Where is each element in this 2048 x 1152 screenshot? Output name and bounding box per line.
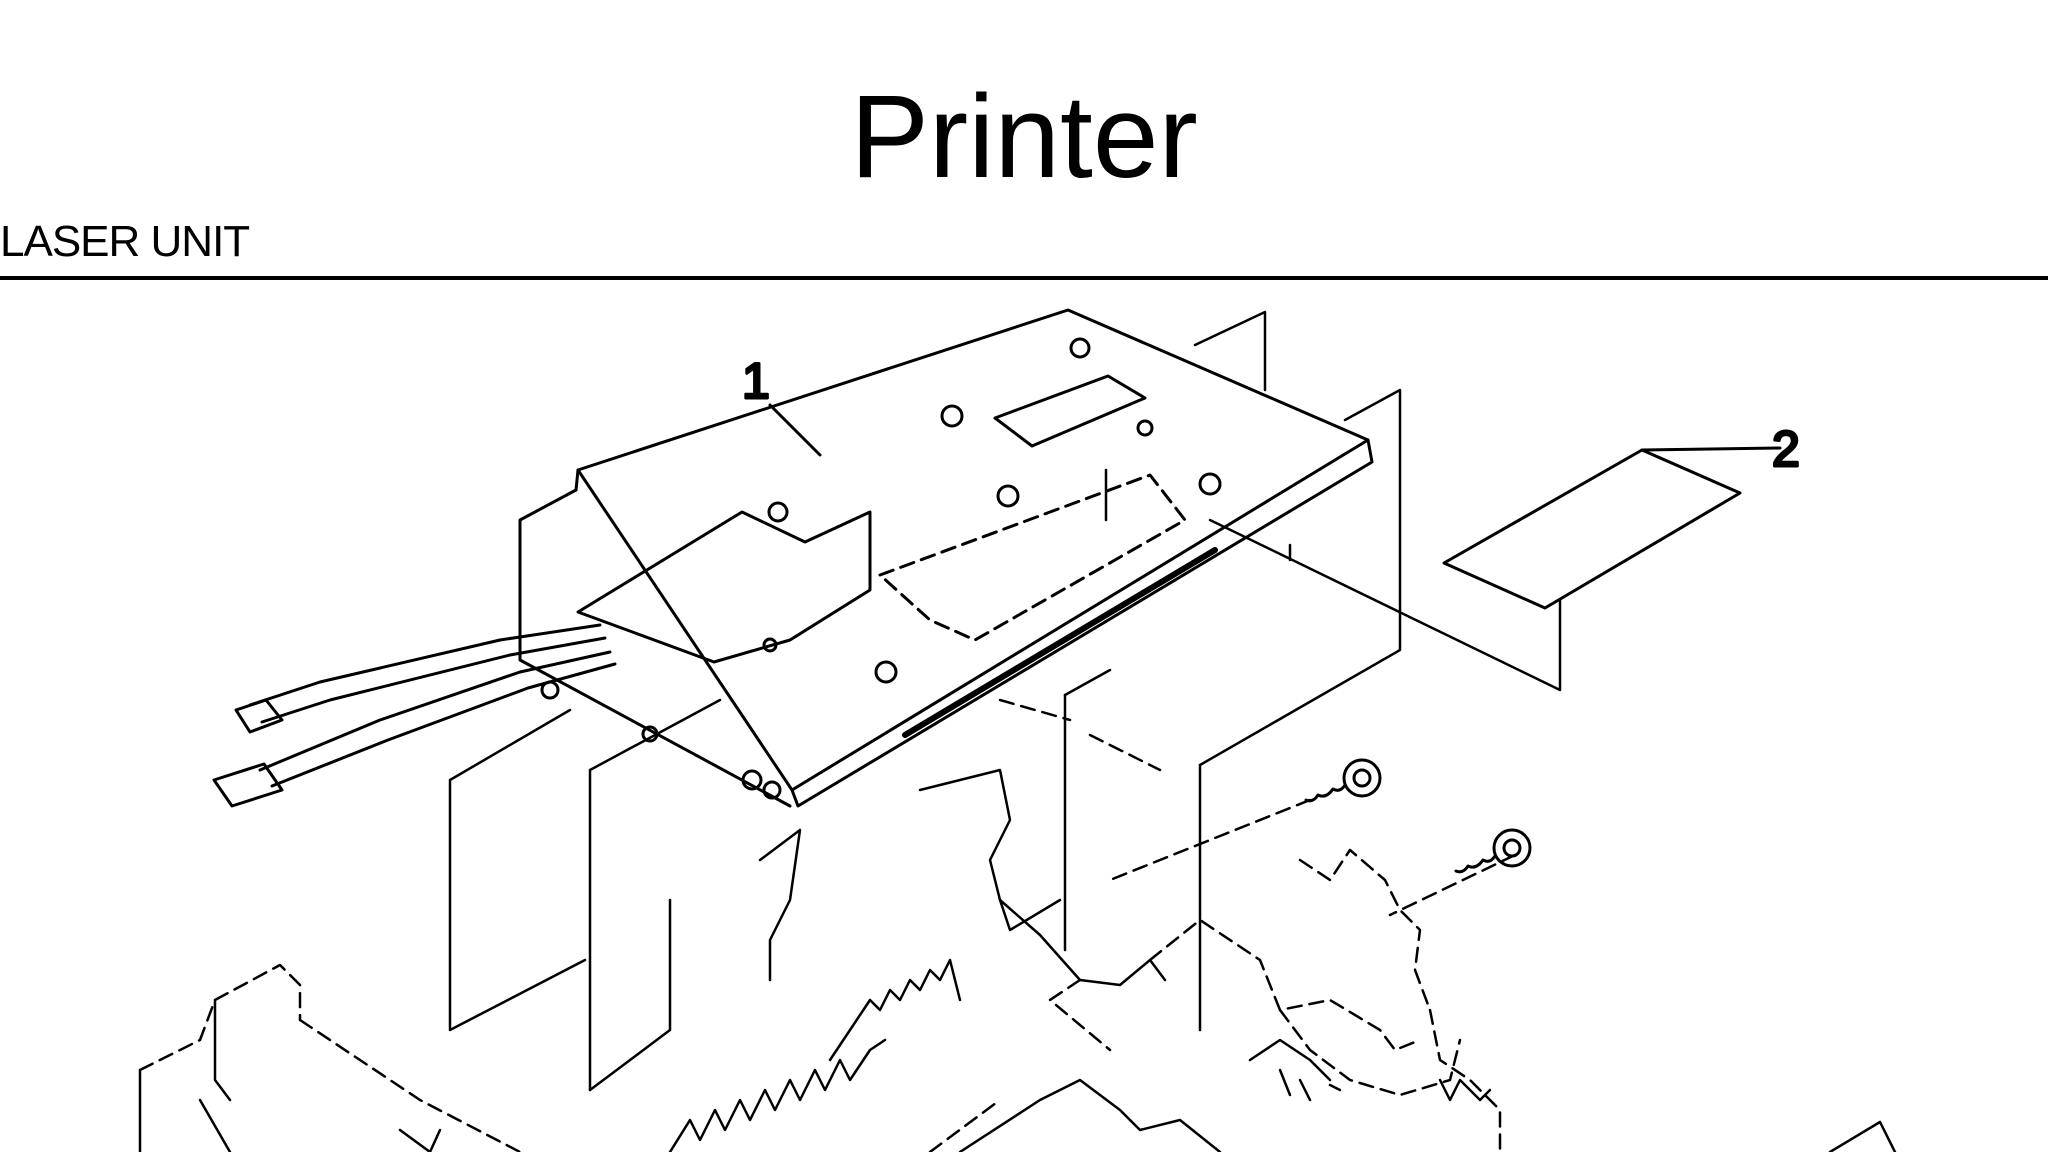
assembly-paths xyxy=(998,698,1517,917)
screw-1 xyxy=(1304,758,1382,803)
screw-2 xyxy=(1454,828,1532,874)
section-title: LASER UNIT xyxy=(0,217,250,266)
flat-cables xyxy=(212,623,617,808)
title-rule xyxy=(0,276,2048,280)
laser-unit-board xyxy=(518,308,1374,808)
page-title: Printer xyxy=(850,71,1198,203)
projection-lines xyxy=(448,310,1562,1092)
lower-chassis xyxy=(138,768,1897,1152)
callout-2: 2 xyxy=(1772,421,1800,477)
callout-1-leader xyxy=(768,403,822,457)
label-part xyxy=(1442,446,1782,610)
callout-1: 1 xyxy=(742,353,770,409)
